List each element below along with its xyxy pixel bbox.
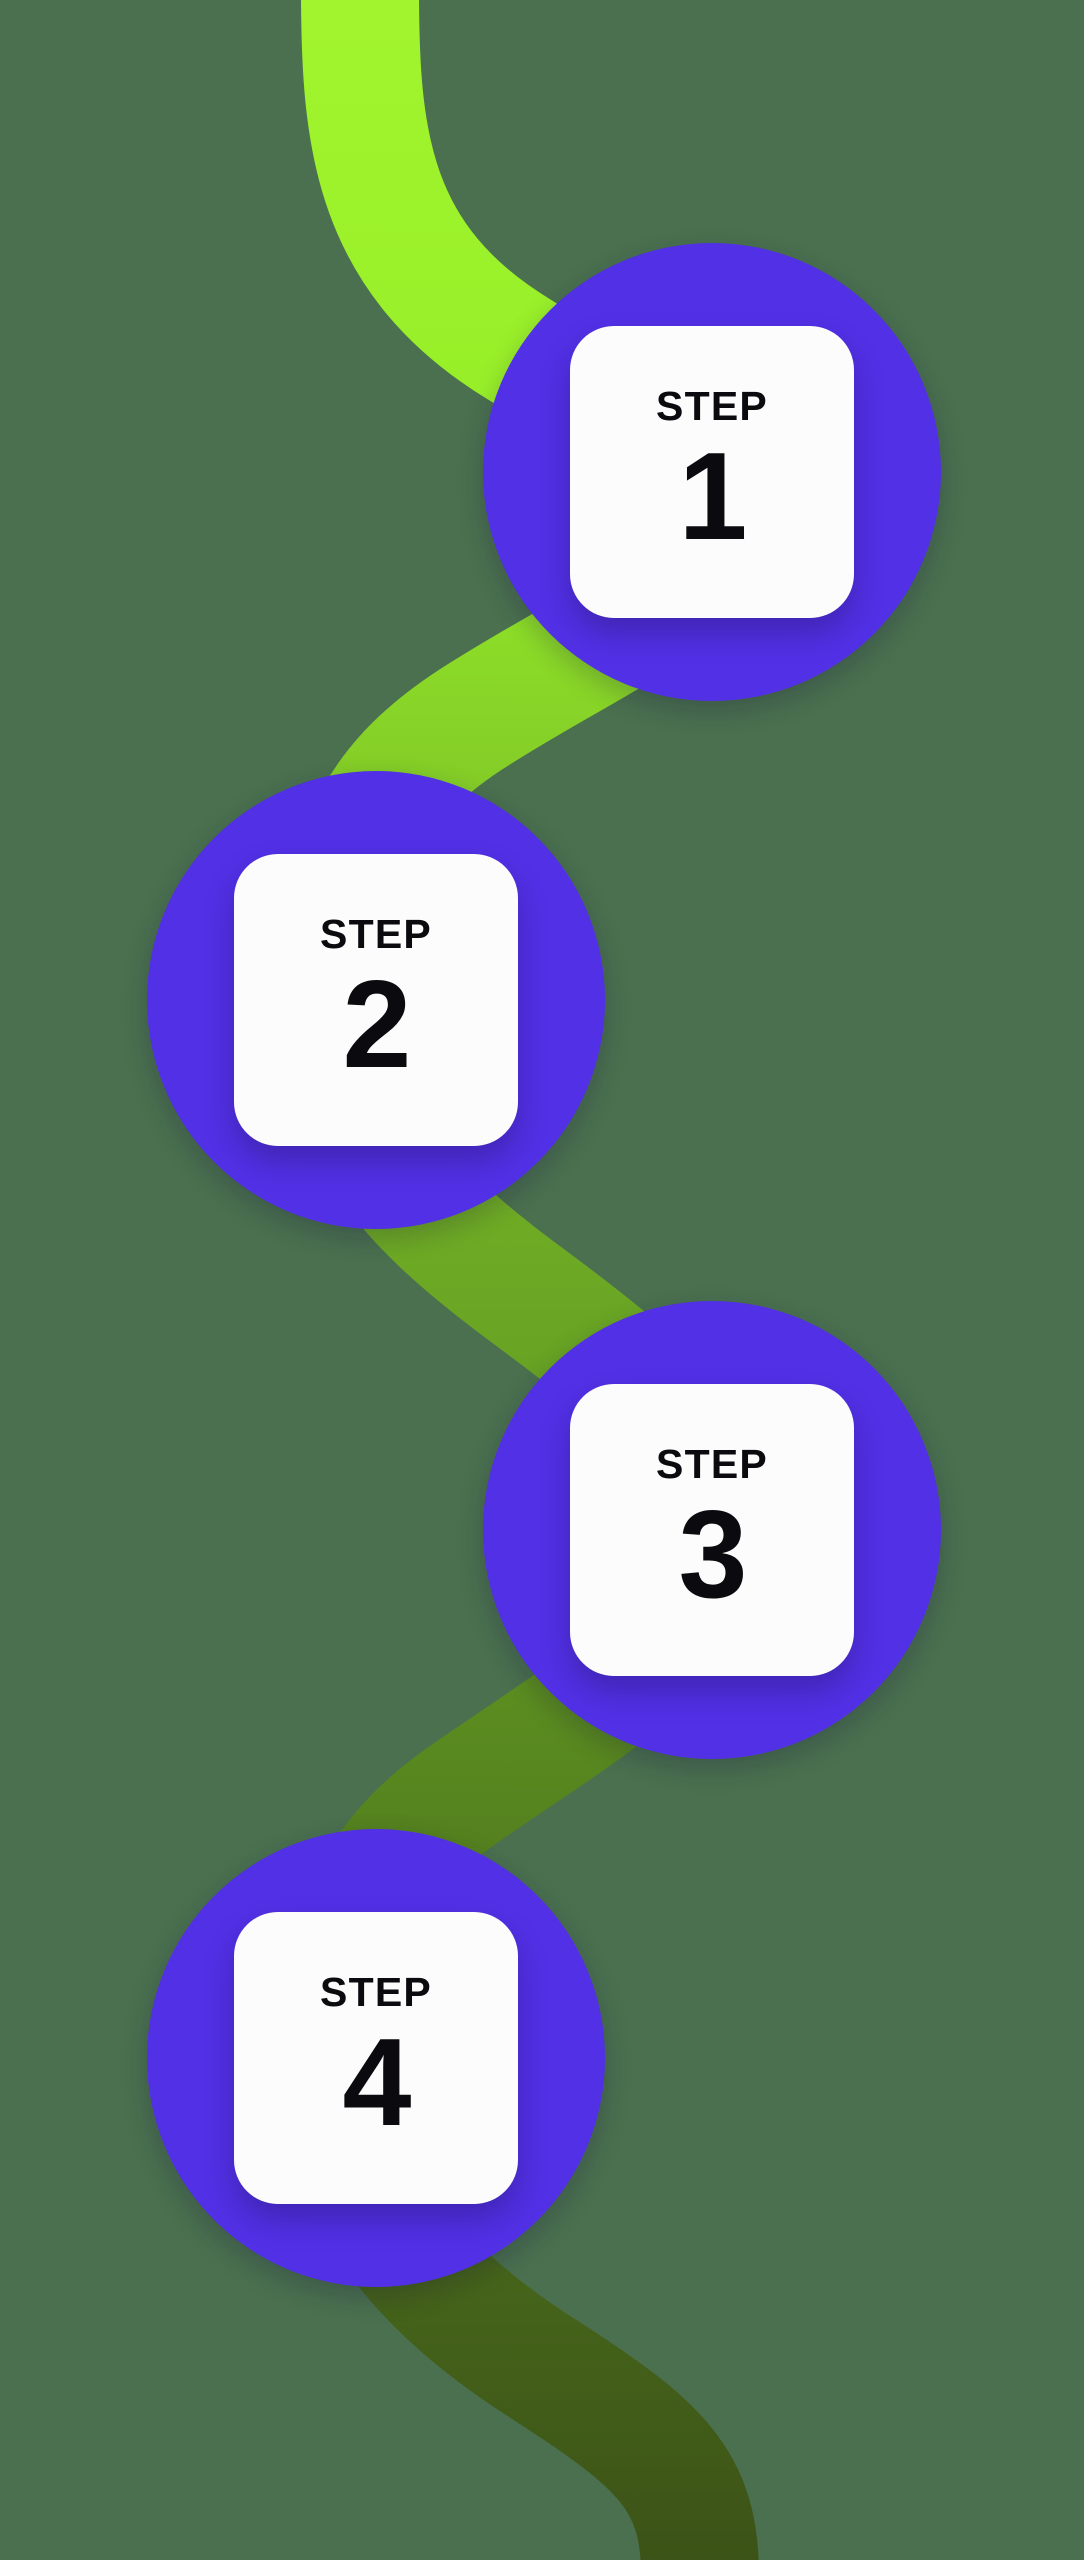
step-label-4: STEP (320, 1968, 432, 2015)
step-label-1: STEP (656, 382, 768, 429)
step-label-3: STEP (656, 1440, 768, 1487)
step-label-2: STEP (320, 910, 432, 957)
step-node-2[interactable]: STEP 2 (147, 771, 605, 1229)
step-node-4[interactable]: STEP 4 (147, 1829, 605, 2287)
step-number-4: 4 (342, 2013, 412, 2152)
step-node-3[interactable]: STEP 3 (483, 1301, 941, 1759)
step-card-1[interactable]: STEP 1 (570, 326, 854, 618)
step-card-3[interactable]: STEP 3 (570, 1384, 854, 1676)
step-number-3: 3 (678, 1485, 748, 1624)
step-card-4[interactable]: STEP 4 (234, 1912, 518, 2204)
step-number-2: 2 (342, 955, 412, 1094)
step-number-1: 1 (678, 427, 748, 566)
step-node-1[interactable]: STEP 1 (483, 243, 941, 701)
step-card-2[interactable]: STEP 2 (234, 854, 518, 1146)
